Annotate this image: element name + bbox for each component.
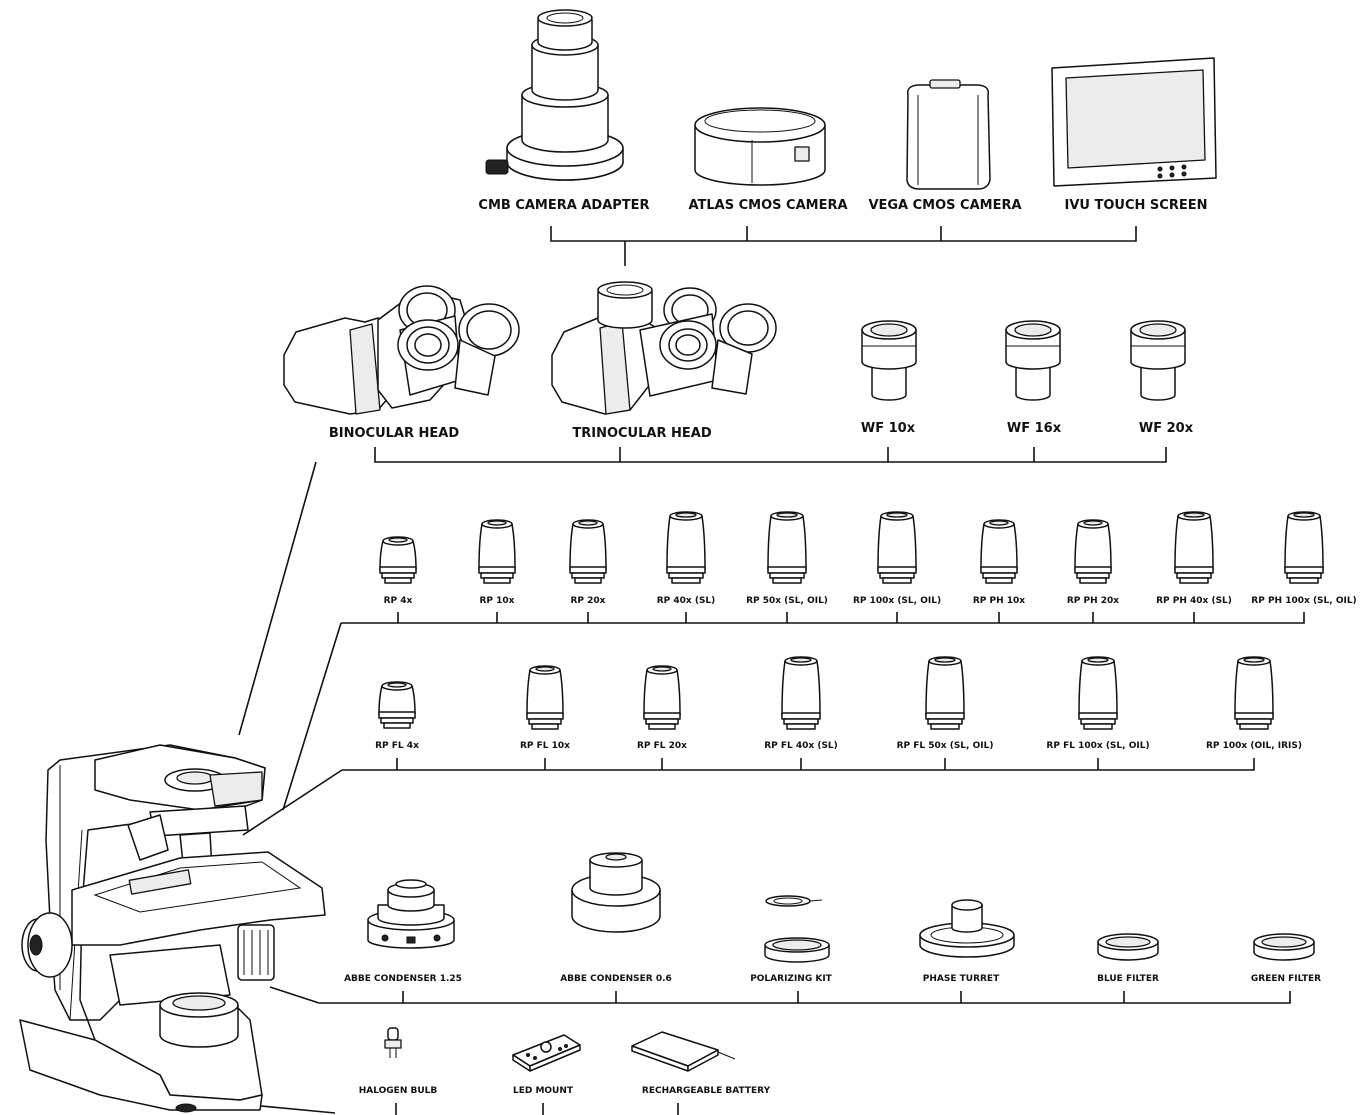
objective-lens-icon-rp-4 (667, 512, 705, 583)
heads-group: BINOCULAR HEAD TRINOCULAR HEAD (284, 282, 776, 441)
label-led-mount: LED MOUNT (513, 1086, 574, 1096)
objective-lens-icon-fl-7 (1235, 657, 1273, 729)
eyepiece-icon-wf10 (862, 321, 916, 400)
condensers-connector (270, 987, 1290, 1003)
objectives-fl-group: RP FL 4x RP FL 10x RP FL 20x RP FL 40x (… (243, 657, 1302, 835)
label-rp-fl-40x-sl: RP FL 40x (SL) (764, 741, 838, 751)
objective-lens-icon-rp-9 (1175, 512, 1213, 583)
label-rp-50x-sl-oil: RP 50x (SL, OIL) (746, 596, 828, 606)
objective-lens-icon-fl-2 (527, 666, 563, 729)
camera-adapter-icon (486, 10, 623, 180)
label-halogen-bulb: HALOGEN BULB (359, 1086, 438, 1096)
label-green-filter: GREEN FILTER (1251, 974, 1321, 984)
label-atlas-cmos-camera: ATLAS CMOS CAMERA (688, 198, 847, 213)
objectives-fl-connector (243, 758, 1254, 835)
condenser-icon-125 (368, 880, 454, 948)
objective-lens-icon-rp-2 (479, 520, 515, 583)
imaging-group: CMB CAMERA ADAPTER ATLAS CMOS CAMERA VEG… (478, 10, 1216, 266)
objective-lens-icon-rp-1 (380, 537, 416, 583)
battery-icon (632, 1032, 735, 1071)
objective-lens-icon-rp-8 (1075, 520, 1111, 583)
label-binocular-head: BINOCULAR HEAD (329, 426, 459, 441)
heads-eyepieces-connector (239, 447, 1166, 735)
label-rp-4x: RP 4x (384, 596, 413, 606)
objective-lens-icon-fl-1 (379, 682, 415, 728)
label-rp-ph-40x-sl: RP PH 40x (SL) (1156, 596, 1232, 606)
objectives-rp-group: RP 4x RP 10x RP 20x RP 40x (SL) RP 50x (… (283, 512, 1357, 810)
objective-lens-icon-rp-6 (878, 512, 916, 583)
label-rp-fl-50x-sl-oil: RP FL 50x (SL, OIL) (897, 741, 994, 751)
label-wf-10x: WF 10x (861, 421, 916, 436)
eyepiece-icon-wf20 (1131, 321, 1185, 400)
label-ivu-touch-screen: IVU TOUCH SCREEN (1065, 198, 1208, 213)
touch-screen-icon (1052, 58, 1216, 186)
label-blue-filter: BLUE FILTER (1097, 974, 1159, 984)
imaging-connector (551, 226, 1136, 266)
label-rp-20x: RP 20x (571, 596, 606, 606)
filter-ring-icon-green (1254, 934, 1314, 960)
trinocular-head-icon (552, 282, 776, 414)
label-rp-100x-oil-iris: RP 100x (OIL, IRIS) (1206, 741, 1302, 751)
illumination-connector (240, 1103, 678, 1115)
microscope-icon (20, 745, 325, 1112)
label-rp-fl-100x-sl-oil: RP FL 100x (SL, OIL) (1046, 741, 1149, 751)
objective-lens-icon-rp-5 (768, 512, 806, 583)
label-trinocular-head: TRINOCULAR HEAD (572, 426, 711, 441)
label-rp-ph-10x: RP PH 10x (973, 596, 1025, 606)
label-rp-ph-100x-sl-oil: RP PH 100x (SL, OIL) (1251, 596, 1356, 606)
halogen-bulb-icon (385, 1028, 401, 1058)
filter-ring-icon-blue (1098, 934, 1158, 960)
phase-turret-icon (920, 900, 1014, 957)
objective-lens-icon-rp-3 (570, 520, 606, 583)
label-rp-10x: RP 10x (480, 596, 515, 606)
label-rp-fl-20x: RP FL 20x (637, 741, 687, 751)
condenser-icon-06 (572, 853, 660, 932)
cmos-camera-icon-atlas (695, 108, 825, 185)
objective-lens-icon-fl-3 (644, 666, 680, 729)
label-rp-40x-sl: RP 40x (SL) (657, 596, 716, 606)
label-cmb-camera-adapter: CMB CAMERA ADAPTER (478, 198, 649, 213)
label-rechargeable-battery: RECHARGEABLE BATTERY (642, 1086, 771, 1096)
label-wf-20x: WF 20x (1139, 421, 1194, 436)
label-abbe-condenser-125: ABBE CONDENSER 1.25 (344, 974, 462, 984)
objective-lens-icon-rp-7 (981, 520, 1017, 583)
objective-lens-icon-fl-4 (782, 657, 820, 729)
illumination-group: HALOGEN BULB LED MOUNT RECHARGEABLE BATT… (240, 1028, 771, 1115)
binocular-head-icon (284, 286, 519, 414)
label-abbe-condenser-06: ABBE CONDENSER 0.6 (560, 974, 672, 984)
led-mount-icon (513, 1035, 580, 1071)
label-polarizing-kit: POLARIZING KIT (750, 974, 832, 984)
eyepiece-icon-wf16 (1006, 321, 1060, 400)
condensers-group: ABBE CONDENSER 1.25 ABBE CONDENSER 0.6 P… (270, 853, 1321, 1003)
cmos-camera-icon-vega (907, 80, 990, 189)
objective-lens-icon-fl-5 (926, 657, 964, 729)
label-rp-ph-20x: RP PH 20x (1067, 596, 1119, 606)
label-wf-16x: WF 16x (1007, 421, 1062, 436)
label-phase-turret: PHASE TURRET (923, 974, 1000, 984)
label-vega-cmos-camera: VEGA CMOS CAMERA (868, 198, 1021, 213)
label-rp-fl-4x: RP FL 4x (375, 741, 419, 751)
objective-lens-icon-fl-6 (1079, 657, 1117, 729)
label-rp-100x-sl-oil: RP 100x (SL, OIL) (853, 596, 941, 606)
objective-lens-icon-rp-10 (1285, 512, 1323, 583)
label-rp-fl-10x: RP FL 10x (520, 741, 570, 751)
polarizing-kit-icon (765, 896, 829, 962)
